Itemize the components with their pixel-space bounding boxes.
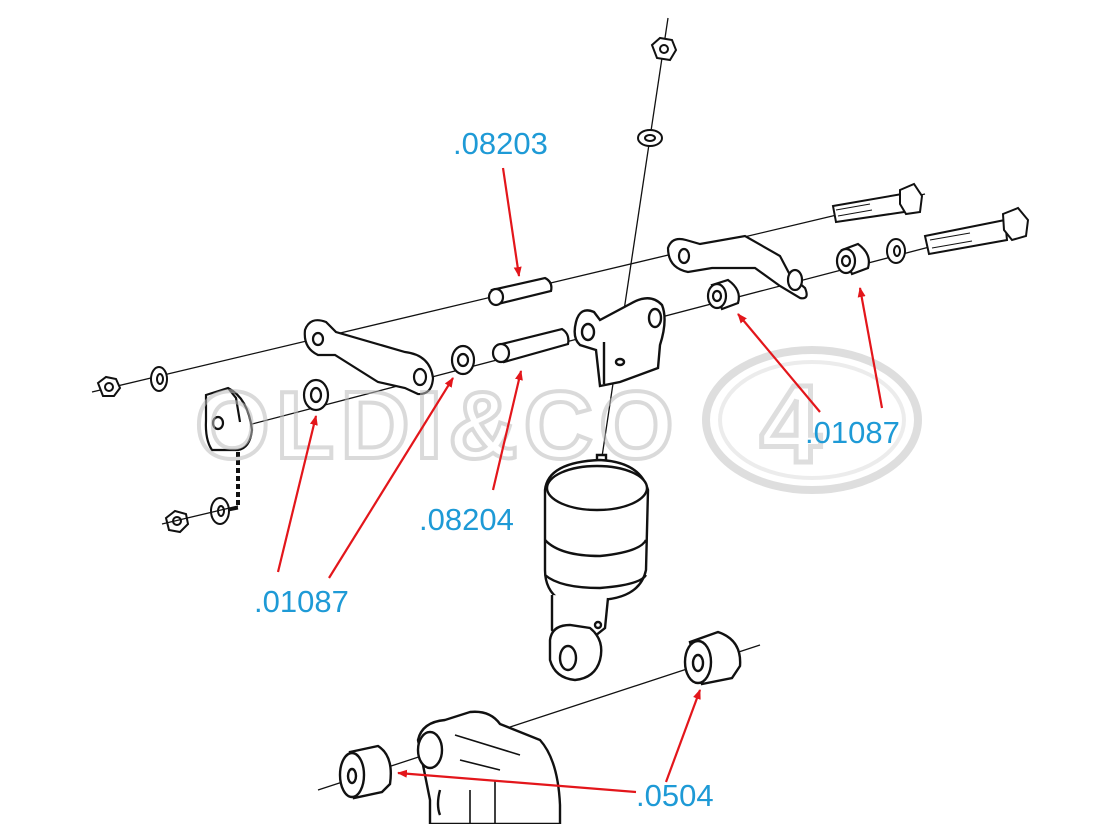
left-bracket (303, 319, 435, 396)
bushing-01087-left-a (302, 378, 330, 412)
label-0504: .0504 (636, 778, 714, 813)
bushing-0504-left (338, 744, 392, 800)
right-washer (886, 238, 906, 264)
label-01087-right: .01087 (805, 415, 900, 450)
arrow-01087-left-a (276, 415, 318, 573)
shock-absorber (543, 453, 650, 682)
top-washer (637, 129, 663, 147)
lower-frame-bracket (416, 710, 562, 824)
arrow-0504-right (664, 689, 702, 783)
lower-left-washer (210, 497, 230, 525)
left-clamp-block (204, 386, 254, 452)
label-08204: .08204 (419, 502, 514, 537)
bushing-01087-right-b (835, 242, 870, 276)
lower-left-axis (161, 505, 239, 525)
top-nut (650, 36, 678, 62)
oval-4-logo-icon: 4 (702, 346, 922, 494)
label-08203: .08203 (453, 126, 548, 161)
bushing-01087-right-a (706, 278, 740, 311)
arrow-0504-left (397, 769, 637, 794)
bushing-01087-left-b (450, 344, 476, 376)
label-01087-left: .01087 (254, 584, 349, 619)
sleeve-08204 (491, 327, 570, 364)
lower-bolt (923, 206, 1030, 256)
watermark-brand-text: OLDI&CO (195, 372, 680, 479)
arrow-01087-right-b (857, 287, 884, 409)
watermark-logo-glyph: 4 (760, 363, 821, 486)
bushing-0504-right (683, 630, 742, 686)
callout-arrows (276, 167, 884, 794)
arrow-08203 (501, 167, 522, 277)
arrow-08204 (491, 370, 523, 491)
arrow-01087-right-a (737, 313, 821, 413)
left-nut (96, 375, 122, 397)
watermark: OLDI&CO 4 (193, 346, 922, 494)
left-washer (150, 366, 168, 392)
lower-left-nut (164, 509, 190, 534)
sleeve-08203 (487, 276, 553, 307)
upper-right-bracket (666, 234, 808, 300)
upper-bolt (831, 182, 924, 224)
center-bracket (573, 297, 666, 388)
arrow-01087-left-b (328, 377, 454, 579)
